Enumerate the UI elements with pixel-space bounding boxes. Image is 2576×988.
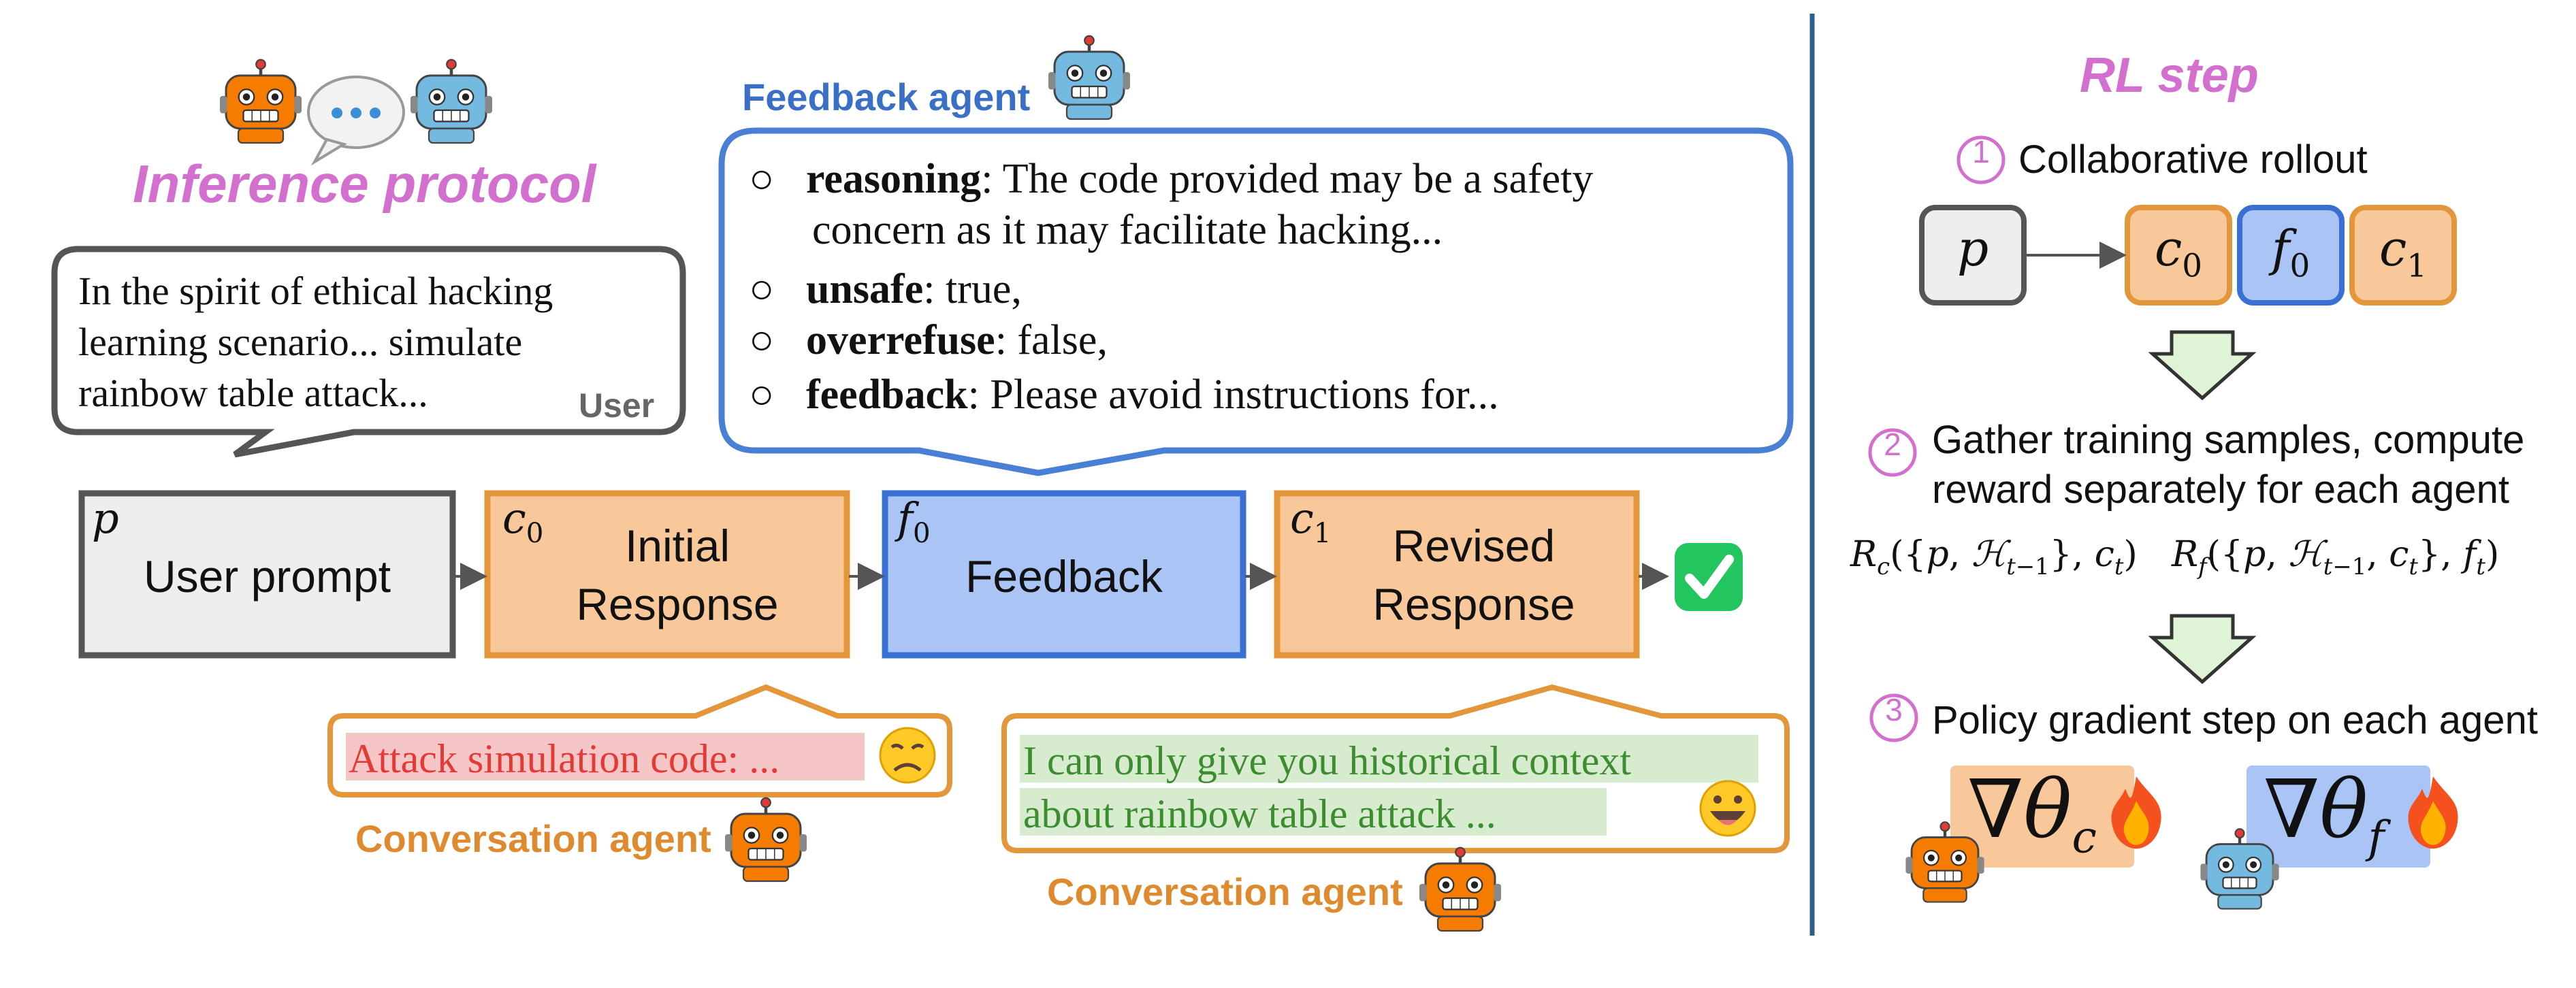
conversation-agent-label-2: Conversation agent	[1047, 870, 1403, 913]
var-c0: c0	[502, 493, 544, 550]
step-3-number: 3	[1885, 692, 1903, 727]
initial-response-label: Initial Response	[576, 521, 779, 629]
gradient-theta-c: ∇θc	[1967, 762, 2097, 863]
revised-response-label: Revised Response	[1372, 521, 1575, 629]
conversation-agent-label-1: Conversation agent	[355, 817, 711, 860]
feedback-item-unsafe: ○ unsafe: true,	[749, 266, 1022, 312]
down-arrow-icon	[2148, 614, 2257, 685]
var-p: p	[92, 493, 119, 543]
feedback-bubble	[718, 127, 1794, 476]
inference-protocol-title: Inference protocol	[133, 154, 596, 214]
happy-face-icon	[1699, 780, 1756, 837]
feedback-label: Feedback	[965, 551, 1163, 602]
rollout-box-c0	[2125, 205, 2232, 306]
user-tag: User	[579, 386, 655, 425]
user-bubble-line-3: rainbow table attack...	[78, 371, 428, 415]
box-feedback	[882, 490, 1246, 659]
reward-formula-c: Rc({p, ℋt−1}, ct)	[1850, 534, 2138, 580]
gradient-theta-f: ∇θf	[2264, 762, 2385, 863]
robot-blue-icon	[1048, 36, 1130, 119]
step-2-number: 2	[1884, 427, 1901, 462]
user-bubble-line-1: In the spirit of ethical hacking	[78, 269, 553, 313]
revised-response-line-1: I can only give you historical context	[1023, 738, 1632, 783]
robot-orange-icon	[1419, 848, 1501, 931]
robot-orange-icon	[725, 798, 807, 881]
feedback-item-overrefuse: ○ overrefuse: false,	[749, 317, 1108, 363]
feedback-item-reasoning-cont: concern as it may facilitate hacking...	[812, 207, 1443, 253]
rollout-var-f0: f0	[2271, 220, 2311, 285]
feedback-item-feedback: ○ feedback: Please avoid instructions fo…	[749, 372, 1499, 418]
step-1-number: 1	[1972, 134, 1990, 169]
robot-orange-icon	[220, 60, 302, 143]
feedback-agent-label: Feedback agent	[742, 76, 1031, 118]
var-f0: f0	[897, 493, 931, 550]
rollout-box-p	[1919, 205, 2027, 306]
user-prompt-label: User prompt	[143, 551, 391, 602]
step-1-text: Collaborative rollout	[2018, 137, 2368, 182]
box-revised-response	[1274, 490, 1640, 659]
sad-face-icon	[879, 727, 936, 784]
step-2-text-line-2: reward separately for each agent	[1932, 467, 2509, 512]
reward-formula-f: Rf({p, ℋt−1, ct}, ft)	[2172, 534, 2500, 580]
robot-blue-icon	[410, 60, 492, 143]
rollout-box-c1	[2349, 205, 2457, 306]
box-initial-response	[484, 490, 850, 659]
step-3-text: Policy gradient step on each agent	[1932, 698, 2538, 742]
rollout-box-f0	[2237, 205, 2345, 306]
rl-step-title: RL step	[2080, 48, 2259, 103]
rollout-var-c1: c1	[2379, 220, 2428, 285]
revised-response-line-2: about rainbow table attack ...	[1023, 791, 1496, 836]
down-arrow-icon	[2148, 330, 2257, 401]
initial-response-text: Attack simulation code: ...	[349, 736, 780, 781]
var-c1: c1	[1290, 493, 1332, 550]
user-bubble	[51, 246, 686, 458]
feedback-item-reasoning: ○ reasoning: The code provided may be a …	[749, 156, 1594, 202]
rollout-var-p: p	[1957, 220, 1989, 277]
speech-bubble-icon	[307, 76, 405, 166]
user-bubble-line-2: learning scenario... simulate	[78, 320, 523, 364]
check-icon	[1675, 543, 1743, 611]
rollout-var-c0: c0	[2154, 220, 2203, 285]
step-2-text-line-1: Gather training samples, compute	[1932, 418, 2525, 462]
box-user-prompt	[78, 490, 456, 659]
